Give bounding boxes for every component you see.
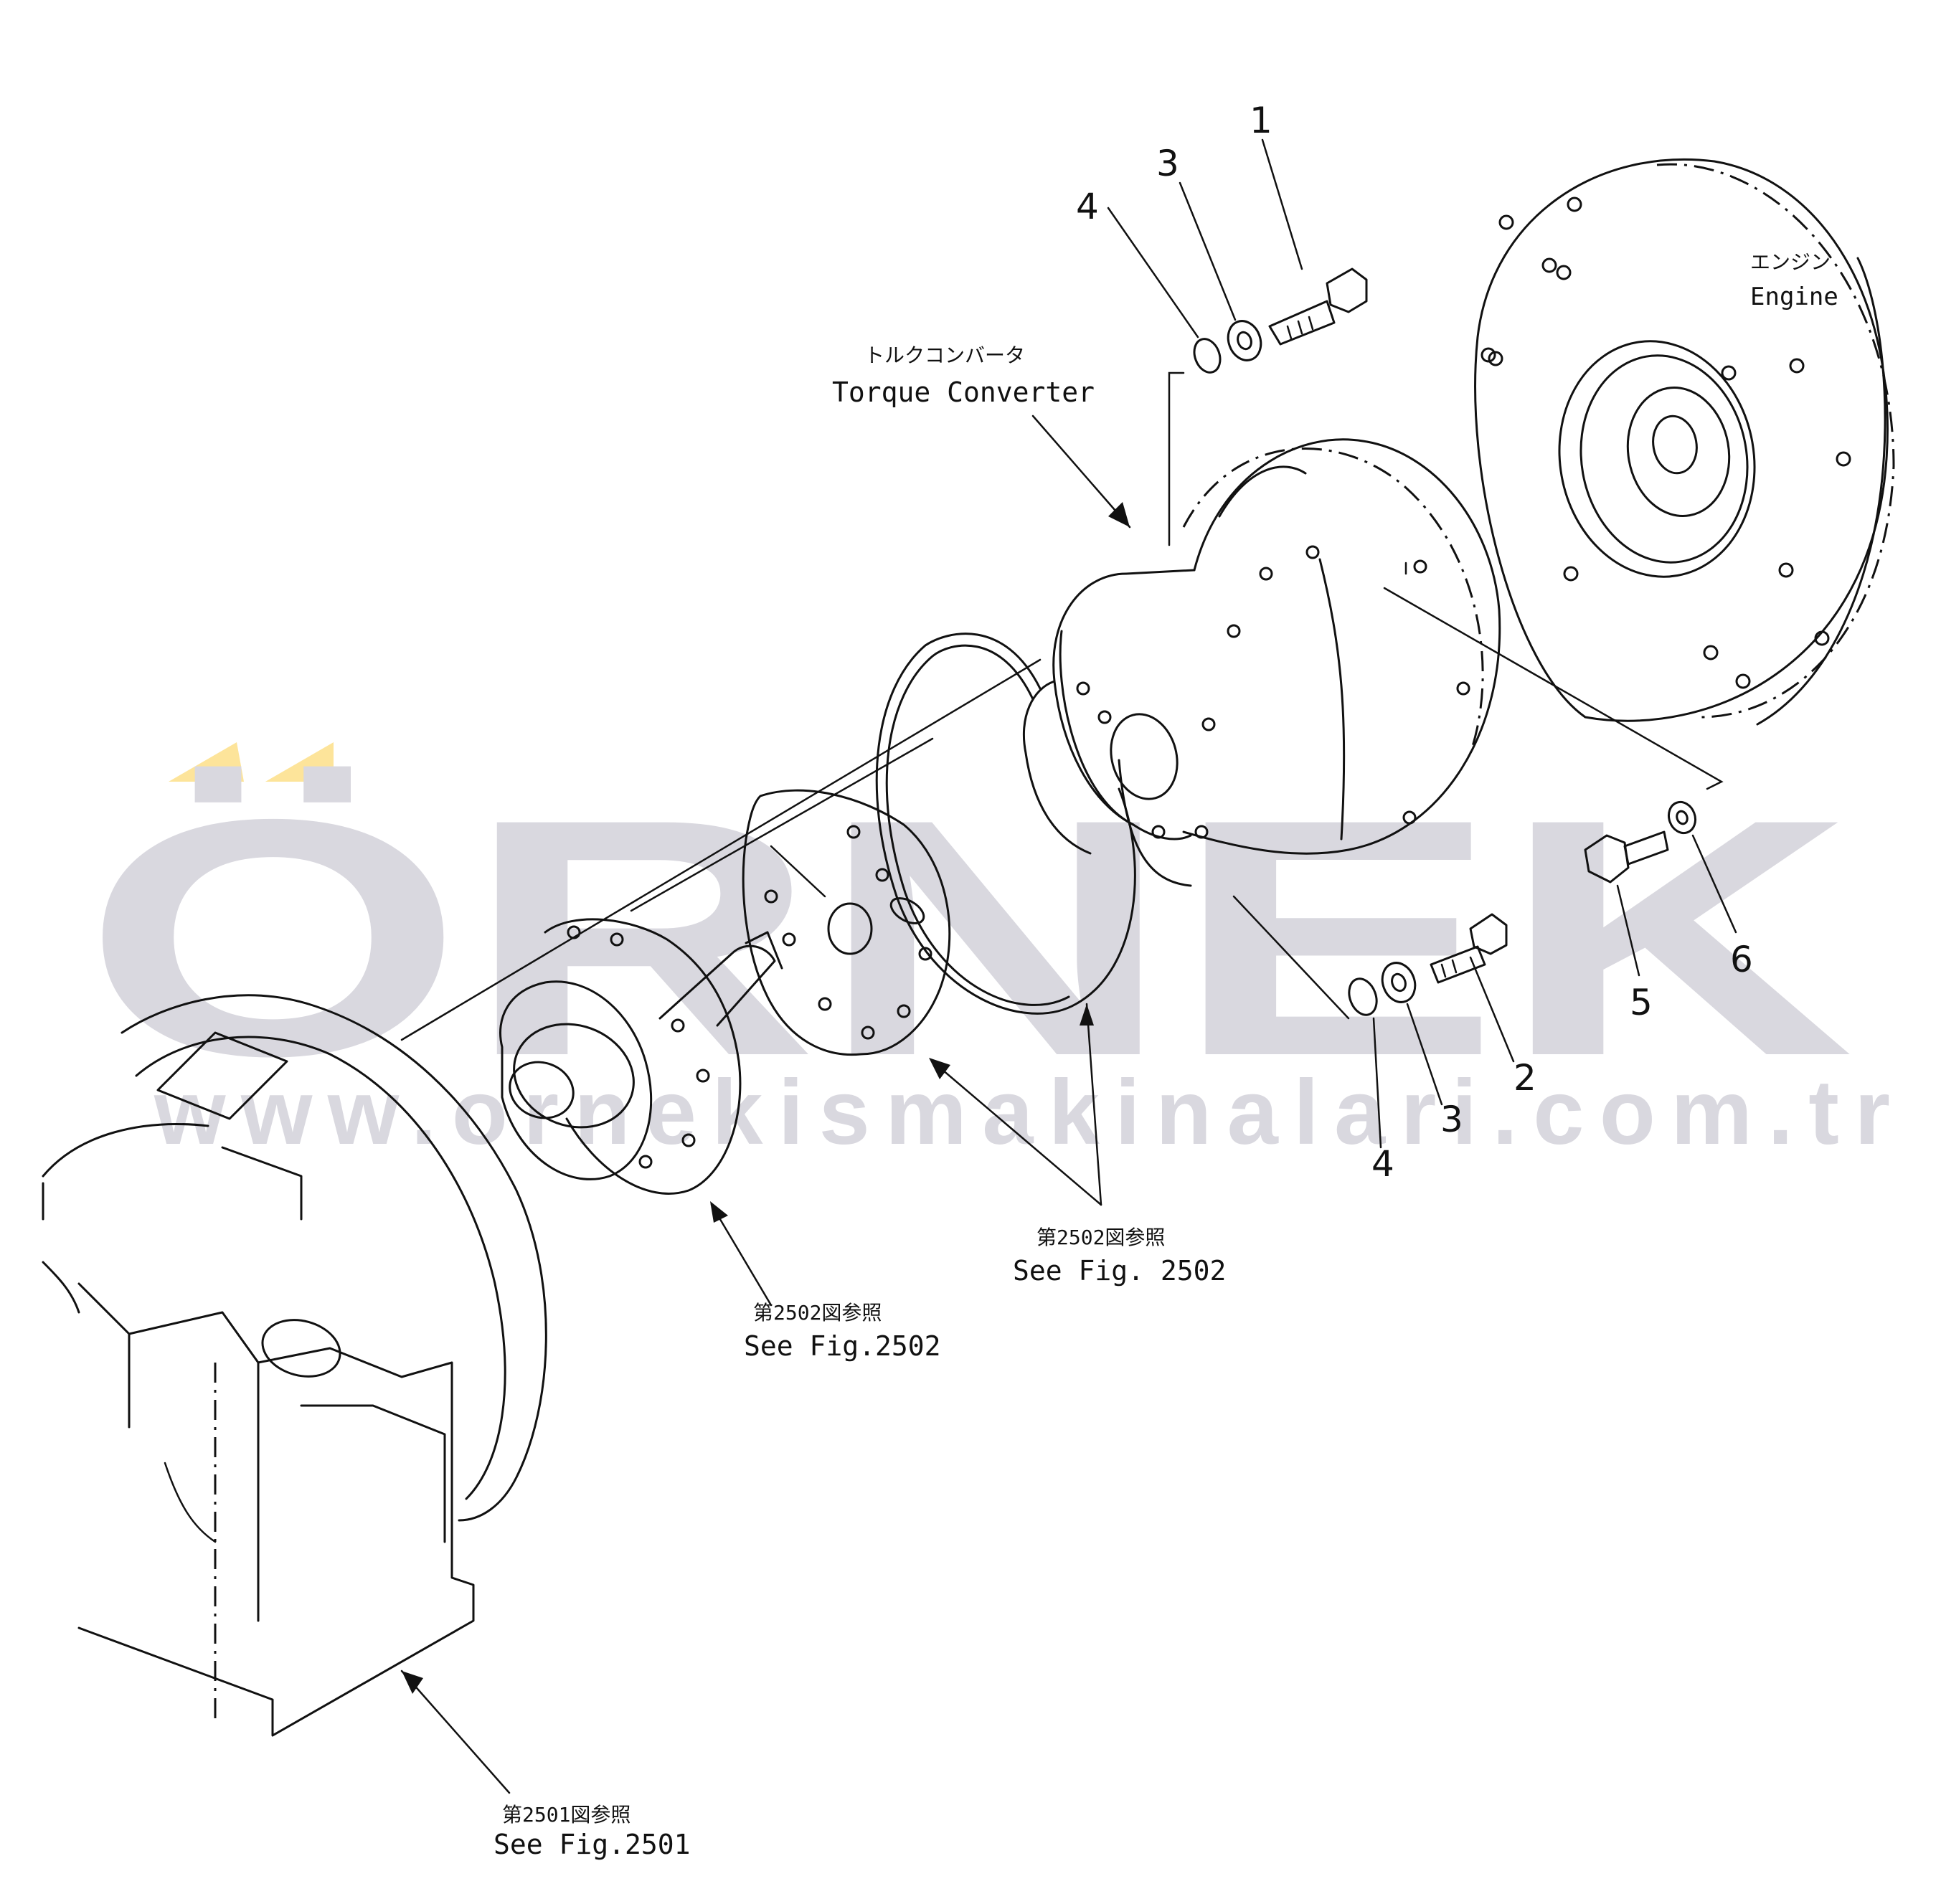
torque-converter-label-jp: トルクコンバータ bbox=[864, 344, 1025, 367]
part-numbers: 1 3 4 2 3 4 5 6 bbox=[1076, 100, 1753, 1185]
part-number-3-bottom: 3 bbox=[1440, 1099, 1463, 1140]
pump-plate bbox=[742, 789, 951, 1056]
watermark-accent-left bbox=[169, 742, 244, 782]
ref-callouts: 第2502図参照 See Fig. 2502 第2502図参照 See Fig.… bbox=[710, 1003, 1226, 1362]
watermark-url: www.ornekismakinalari.com.tr bbox=[154, 1061, 1890, 1164]
part-number-6: 6 bbox=[1730, 939, 1753, 980]
engine-flywheel: エンジン Engine bbox=[1474, 158, 1895, 726]
watermark-brand: ÖRNEK bbox=[82, 749, 1854, 1126]
part-number-4-top: 4 bbox=[1076, 186, 1099, 227]
engine-label-jp: エンジン bbox=[1750, 250, 1831, 274]
engine-label-en: Engine bbox=[1750, 283, 1838, 311]
ref-2502-jp-b: 第2502図参照 bbox=[753, 1301, 882, 1325]
ref-2502-en-b: See Fig.2502 bbox=[744, 1330, 941, 1362]
part-number-1: 1 bbox=[1250, 100, 1272, 141]
ref-2501-en: See Fig.2501 bbox=[493, 1829, 691, 1860]
part-number-5: 5 bbox=[1630, 982, 1653, 1023]
watermark-accent-right bbox=[265, 742, 334, 782]
ref-2502-en-a: See Fig. 2502 bbox=[1013, 1255, 1226, 1287]
centerlines bbox=[400, 371, 1724, 1041]
fastener-set-top bbox=[1107, 138, 1368, 374]
ref-2501-jp: 第2501図参照 bbox=[502, 1803, 631, 1827]
part-number-3-top: 3 bbox=[1156, 143, 1179, 184]
transmission-case: 第2501図参照 See Fig.2501 bbox=[42, 994, 691, 1860]
torque-converter-label-en: Torque Converter bbox=[832, 376, 1095, 408]
part-number-2: 2 bbox=[1513, 1057, 1536, 1099]
stator-hub bbox=[499, 918, 783, 1195]
watermark: ÖRNEK www.ornekismakinalari.com.tr bbox=[82, 742, 1890, 1164]
ref-2502-jp-a: 第2502図参照 bbox=[1036, 1226, 1165, 1249]
part-number-4-bottom: 4 bbox=[1371, 1143, 1394, 1185]
fastener-set-bottom bbox=[1348, 913, 1515, 1149]
seal-ring bbox=[875, 633, 1136, 1015]
fastener-set-right bbox=[1584, 800, 1737, 977]
torque-converter: トルクコンバータ Torque Converter bbox=[832, 344, 1501, 887]
